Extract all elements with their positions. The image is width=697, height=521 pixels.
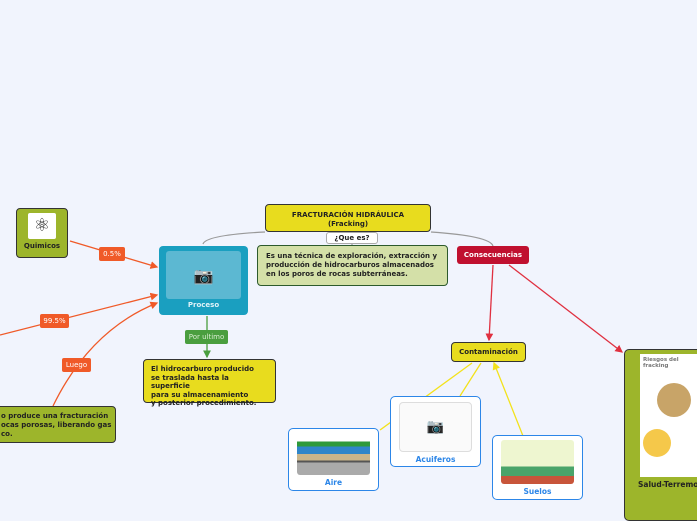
image-title: Riesgos del fracking <box>643 357 679 369</box>
text-line: El hidrocarburo producido <box>151 365 254 373</box>
salud-terremotos-node[interactable]: Riesgos del fracking Salud-Terremotos <box>624 349 697 521</box>
label-por-ultimo[interactable]: Por ultimo <box>185 330 228 344</box>
title-line2: (Fracking) <box>327 220 369 228</box>
quimicos-label: Quimicos <box>23 242 61 250</box>
camera-icon: 📷 <box>399 402 472 452</box>
contaminacion-node[interactable]: Contaminación <box>451 342 526 362</box>
salud-image: Riesgos del fracking <box>640 354 697 477</box>
consecuencias-node[interactable]: Consecuencias <box>457 246 529 264</box>
acuiferos-label: Acuiferos <box>415 455 456 464</box>
aire-label: Aire <box>324 478 343 487</box>
que-es-label[interactable]: ¿Que es? <box>326 232 378 244</box>
text-line: y posterior procedimiento. <box>151 399 257 407</box>
camera-icon: 📷 <box>166 251 241 299</box>
suelos-image <box>501 440 574 484</box>
suelos-label: Suelos <box>523 487 552 496</box>
label-luego[interactable]: Luego <box>62 358 91 372</box>
text-line: o produce una fracturación <box>1 412 109 420</box>
acuiferos-node[interactable]: 📷 Acuiferos <box>390 396 481 467</box>
label-0-5[interactable]: 0.5% <box>99 247 125 261</box>
text-line: se traslada hasta la superficie <box>151 373 229 391</box>
salud-label: Salud-Terremotos <box>638 480 697 489</box>
quimicos-node[interactable]: ⚛ Quimicos <box>16 208 68 258</box>
aire-image <box>297 433 370 475</box>
title-node[interactable]: FRACTURACIÓN HIDRÁULICA (Fracking) <box>265 204 431 232</box>
suelos-node[interactable]: Suelos <box>492 435 583 500</box>
atom-icon: ⚛ <box>28 213 56 239</box>
proceso-label: Proceso <box>187 301 220 309</box>
title-line1: FRACTURACIÓN HIDRÁULICA <box>291 211 405 219</box>
aire-node[interactable]: Aire <box>288 428 379 491</box>
text-line: para su almacenamiento <box>151 390 249 399</box>
definition-node[interactable]: Es una técnica de exploración, extracció… <box>257 245 448 286</box>
label-99-5[interactable]: 99.5% <box>40 314 69 328</box>
proceso-node[interactable]: 📷 Proceso <box>159 246 248 315</box>
text-line: co. <box>1 430 13 438</box>
text-line: ocas porosas, liberando gas <box>1 421 112 429</box>
